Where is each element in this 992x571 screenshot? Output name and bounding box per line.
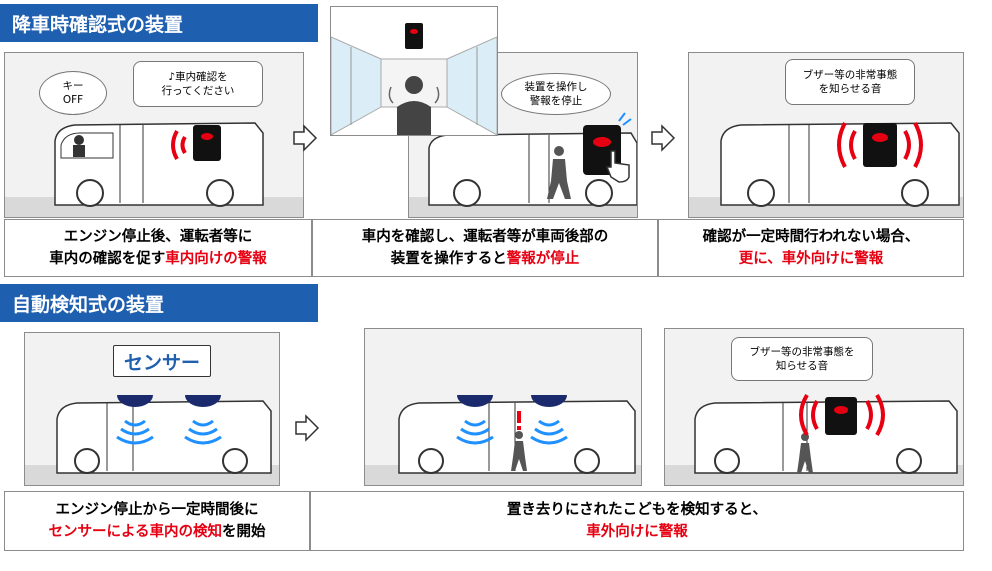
section1-title: 降車時確認式の装置: [12, 13, 184, 36]
s1-panel-3: ブザー等の非常事態 を知らせる音: [688, 52, 964, 218]
bus-illustration: [398, 395, 636, 474]
hand-pointer-icon: [605, 150, 630, 183]
section1-header: 降車時確認式の装置: [0, 4, 318, 42]
arrow-right-icon: [651, 124, 676, 152]
arrow-right-icon: [293, 124, 318, 152]
s1-panel-2: 装置を操作し 警報を停止: [408, 52, 638, 218]
alarm-device: [863, 123, 897, 167]
bubble-buzzer: ブザー等の非常事態 を知らせる音: [785, 59, 915, 105]
s1-caption-1: エンジン停止後、運転者等に 車内の確認を促す車内向けの警報: [4, 219, 312, 277]
bubble-check-inside: ♪車内確認を 行ってください: [133, 61, 263, 107]
bus-interior-view: [330, 6, 498, 136]
bus-illustration: [694, 393, 958, 474]
bubble-key-off: キー OFF: [39, 71, 107, 115]
s2-panel-1: センサー: [24, 332, 280, 486]
alarm-device: [193, 125, 221, 161]
s2-panel-3: ブザー等の非常事態を 知らせる音: [664, 328, 964, 486]
s1-caption-3: 確認が一定時間行われない場合、 更に、車外向けに警報: [658, 219, 964, 277]
alarm-device: [825, 397, 857, 435]
section2-title: 自動検知式の装置: [12, 293, 165, 316]
bubble-operate: 装置を操作し 警報を停止: [501, 73, 611, 115]
s2-caption-1: エンジン停止から一定時間後に センサーによる車内の検知を開始: [4, 491, 310, 551]
s2-caption-2: 置き去りにされたこどもを検知すると、 車外向けに警報: [310, 491, 964, 551]
section2-header: 自動検知式の装置: [0, 284, 318, 322]
bus-illustration: [720, 122, 960, 207]
s1-panel-1: キー OFF ♪車内確認を 行ってください: [4, 52, 304, 218]
bus-illustration: [56, 395, 272, 474]
arrow-right-icon: [295, 414, 320, 442]
s1-caption-2: 車内を確認し、運転者等が車両後部の 装置を操作すると警報が停止: [312, 219, 658, 277]
bubble-buzzer: ブザー等の非常事態を 知らせる音: [731, 337, 873, 381]
alarm-device: [405, 23, 423, 49]
sensor-label-box: センサー: [113, 345, 211, 377]
s2-panel-2: [364, 328, 642, 486]
